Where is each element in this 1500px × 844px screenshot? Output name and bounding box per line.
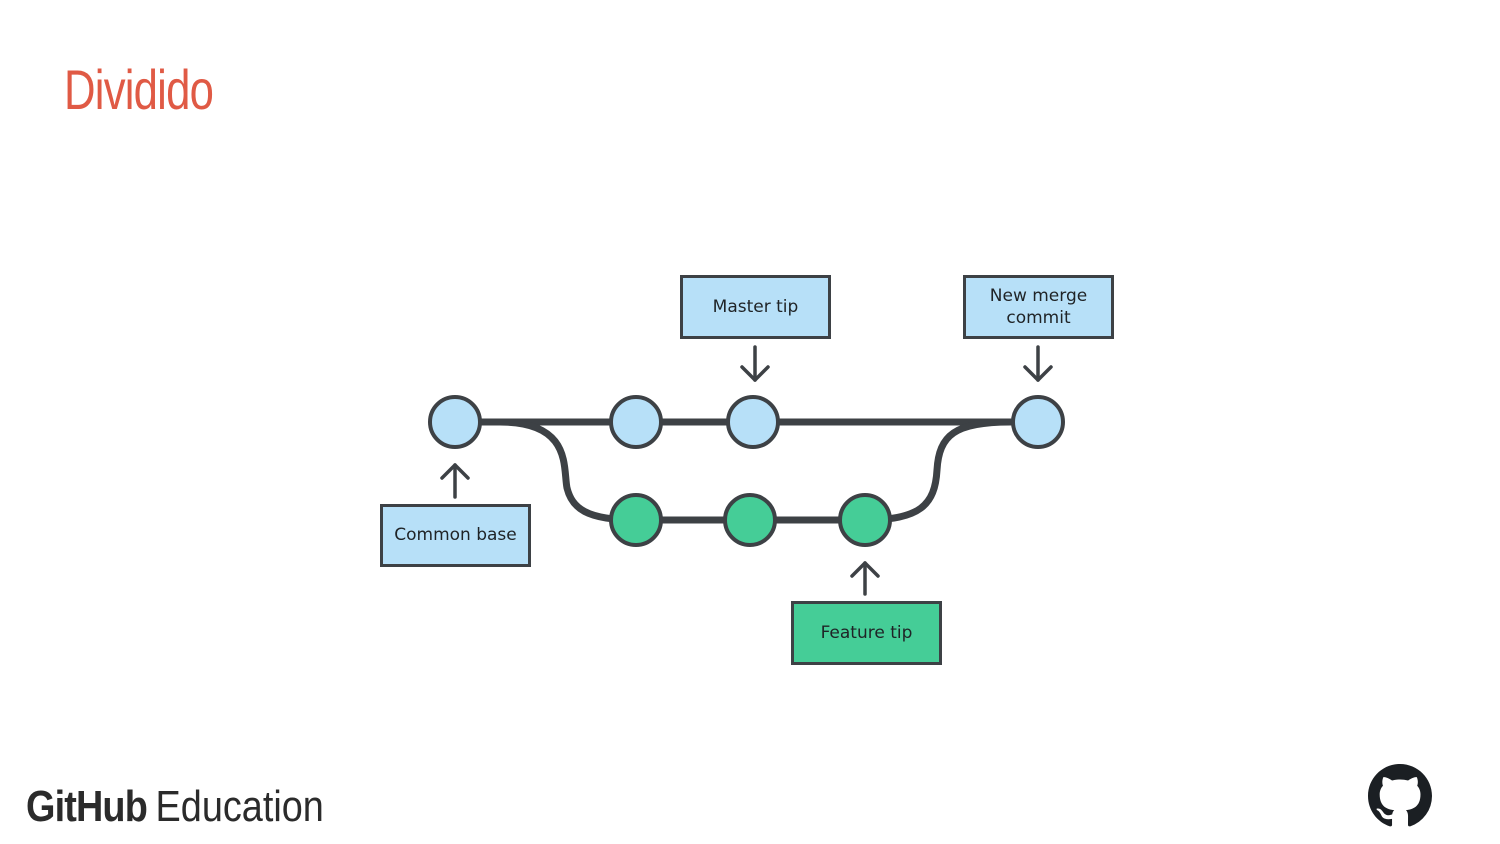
- feature-branch-diverge-curve: [499, 418, 637, 524]
- feature-commit-node: [723, 493, 777, 547]
- new-merge-commit-label: New merge commit: [963, 275, 1114, 339]
- master-tip-arrow: [740, 345, 770, 382]
- master-commit-node: [609, 395, 663, 449]
- master-commit-node: [726, 395, 780, 449]
- feature-branch-merge-curve: [864, 418, 1011, 524]
- feature-tip-label: Feature tip: [791, 601, 942, 665]
- slide-title: Dividido: [64, 58, 214, 121]
- feature-commit-node: [838, 493, 892, 547]
- common-base-arrow: [440, 463, 470, 499]
- merge-commit-arrow: [1023, 345, 1053, 382]
- merge-commit-node: [1011, 395, 1065, 449]
- common-base-label: Common base: [380, 504, 531, 567]
- brand-name-light: Education: [155, 782, 324, 831]
- brand-name-bold: GitHub: [26, 782, 148, 831]
- github-octocat-icon: [1368, 764, 1432, 827]
- feature-commit-node: [609, 493, 663, 547]
- feature-tip-arrow: [850, 561, 880, 596]
- master-commit-node: [428, 395, 482, 449]
- master-tip-label: Master tip: [680, 275, 831, 339]
